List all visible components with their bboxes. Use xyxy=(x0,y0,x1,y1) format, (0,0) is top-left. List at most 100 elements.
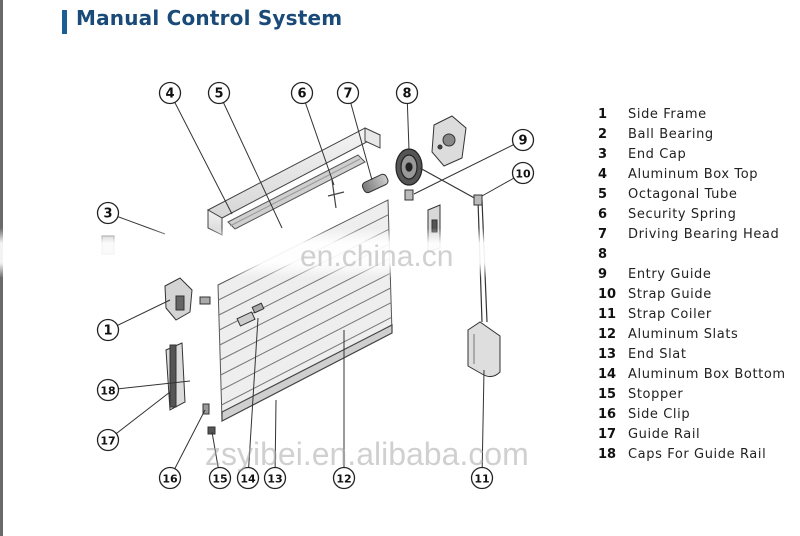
security-spring-part xyxy=(327,179,345,209)
callout-number: 11 xyxy=(474,473,489,486)
callout-circle xyxy=(236,466,260,490)
callout-16: 16 xyxy=(158,409,206,490)
leader-line xyxy=(169,409,206,479)
callout-11: 11 xyxy=(470,369,494,490)
callout-circle xyxy=(511,161,535,185)
leader-line xyxy=(274,399,277,479)
legend-label: Stopper xyxy=(628,387,684,402)
legend-number: 8 xyxy=(598,247,608,262)
aluminum-box-top-part xyxy=(206,127,382,236)
callout-7: 7 xyxy=(336,81,373,181)
callout-circle xyxy=(208,466,232,490)
page-title: Manual Control System xyxy=(76,6,343,30)
legend-item: 7 Driving Bearing Head xyxy=(598,225,798,245)
slat-line xyxy=(219,272,391,361)
legend-label: Guide Rail xyxy=(628,427,701,442)
legend-number: 15 xyxy=(598,387,617,402)
title-accent-bar xyxy=(62,10,67,34)
callout-circle xyxy=(511,128,535,152)
callout-number: 14 xyxy=(240,473,256,486)
leader-line xyxy=(247,317,259,479)
legend-label: Strap Coiler xyxy=(628,307,712,322)
callout-5: 5 xyxy=(207,81,283,229)
callout-circle xyxy=(158,81,182,105)
leader-line xyxy=(347,92,373,181)
callout-4: 4 xyxy=(158,81,233,215)
stopper-part xyxy=(236,302,265,327)
callout-number: 1 xyxy=(103,324,112,339)
slat-line xyxy=(220,302,392,391)
legend-number: 10 xyxy=(598,287,617,302)
legend-label: End Cap xyxy=(628,147,687,162)
callout-number: 5 xyxy=(214,87,223,102)
legend-item: 11 Strap Coiler xyxy=(598,305,798,325)
legend-number: 13 xyxy=(598,347,617,362)
callout-8: 8 xyxy=(395,81,419,151)
bracket-plate-part xyxy=(431,115,467,167)
callout-number: 16 xyxy=(162,473,178,486)
callout-circle xyxy=(395,81,419,105)
legend-label: Driving Bearing Head xyxy=(628,227,780,242)
legend-item: 15 Stopper xyxy=(598,385,798,405)
callout-circle xyxy=(96,201,120,225)
callout-number: 8 xyxy=(402,87,411,102)
legend-label: Caps For Guide Rail xyxy=(628,447,767,462)
leader-line xyxy=(218,92,283,229)
legend-number: 3 xyxy=(598,147,608,162)
callout-circle xyxy=(263,466,287,490)
legend-label: Aluminum Box Bottom xyxy=(628,367,786,382)
legend-number: 9 xyxy=(598,267,608,282)
legend-number: 11 xyxy=(598,307,617,322)
leader-line xyxy=(169,92,233,215)
callout-circle xyxy=(336,81,360,105)
callout-14: 14 xyxy=(236,317,260,490)
legend-number: 2 xyxy=(598,127,608,142)
callout-circle xyxy=(332,466,356,490)
small-clip-part xyxy=(202,403,216,435)
leader-line xyxy=(107,391,171,441)
callout-10: 10 xyxy=(481,161,535,197)
legend-number: 18 xyxy=(598,447,617,462)
legend-label: Aluminum Slats xyxy=(628,327,739,342)
strap-coiler-part xyxy=(467,321,501,378)
callout-circle xyxy=(290,81,314,105)
leader-line xyxy=(107,380,191,391)
legend-number: 5 xyxy=(598,187,608,202)
callout-number: 4 xyxy=(165,87,174,102)
callout-3: 3 xyxy=(96,201,166,235)
legend-item: 1 Side Frame xyxy=(598,105,798,125)
legend-number: 16 xyxy=(598,407,617,422)
callout-number: 6 xyxy=(297,87,306,102)
end-cap-part xyxy=(101,235,115,255)
legend-item: 9 Entry Guide xyxy=(598,265,798,285)
callout-12: 12 xyxy=(332,330,356,490)
callout-number: 3 xyxy=(103,207,112,222)
driving-bearing-head-part xyxy=(361,173,389,194)
legend-number: 6 xyxy=(598,207,608,222)
legend-label: Security Spring xyxy=(628,207,737,222)
end-slat-part xyxy=(221,324,393,422)
callout-circle xyxy=(158,466,182,490)
callout-13: 13 xyxy=(263,399,287,490)
callout-circle xyxy=(470,466,494,490)
side-clip-part xyxy=(427,204,441,253)
legend-item: 8 xyxy=(598,245,798,265)
legend-item: 12 Aluminum Slats xyxy=(598,325,798,345)
callout-circle xyxy=(207,81,231,105)
legend-label: Entry Guide xyxy=(628,267,712,282)
legend-number: 1 xyxy=(598,107,608,122)
legend-number: 7 xyxy=(598,227,608,242)
guide-rail-part xyxy=(165,342,186,411)
leader-line xyxy=(107,299,171,331)
leader-line xyxy=(481,369,485,479)
legend-label: Side Frame xyxy=(628,107,707,122)
legend-number: 12 xyxy=(598,327,617,342)
